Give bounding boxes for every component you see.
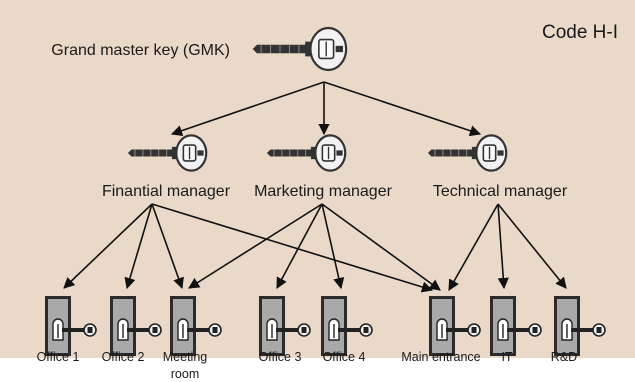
inserted-key-blade bbox=[276, 328, 298, 332]
door-o1: Office 1 bbox=[37, 296, 97, 364]
inserted-key-bow-slot bbox=[363, 327, 369, 333]
arrow-mkt-to-o3 bbox=[276, 203, 323, 289]
door-o3: Office 3 bbox=[259, 296, 311, 364]
arrow-gmk-to-tech bbox=[323, 81, 482, 137]
arrow-fin-to-main bbox=[151, 203, 434, 293]
manager-label: Finantial manager bbox=[102, 183, 231, 200]
inserted-key-bow-slot bbox=[212, 327, 218, 333]
key-bow-slot bbox=[336, 150, 343, 156]
inserted-key-bow-slot bbox=[532, 327, 538, 333]
inserted-key-blade bbox=[571, 328, 593, 332]
inserted-key-bow-slot bbox=[596, 327, 602, 333]
door-main: Main entrance bbox=[401, 296, 481, 364]
door-o2: Office 2 bbox=[102, 296, 162, 364]
arrow-fin-to-o1 bbox=[63, 203, 153, 289]
key-shoulder bbox=[171, 146, 178, 160]
arrow-mkt-to-main bbox=[321, 203, 441, 291]
arrow-fin-to-o2 bbox=[124, 203, 153, 290]
arrow-gmk-to-fin bbox=[170, 81, 325, 137]
inserted-key-bow-slot bbox=[87, 327, 93, 333]
door-rd: R&D bbox=[551, 296, 606, 364]
code-label: Code H-I bbox=[542, 22, 618, 43]
door-it: IT bbox=[490, 296, 542, 364]
manager-fin: Finantial manager bbox=[102, 134, 231, 200]
manager-label: Marketing manager bbox=[254, 183, 393, 200]
door-label: Main entrance bbox=[401, 350, 480, 364]
inserted-key-blade bbox=[446, 328, 468, 332]
arrow-tech-to-it bbox=[497, 203, 509, 290]
key-bow-slot bbox=[197, 150, 204, 156]
door-label: R&D bbox=[551, 350, 577, 364]
manager-tech: Technical manager bbox=[427, 134, 568, 200]
key-shoulder bbox=[471, 146, 478, 160]
inserted-key-blade bbox=[507, 328, 529, 332]
inserted-key-bow-slot bbox=[301, 327, 307, 333]
inserted-key-blade bbox=[187, 328, 209, 332]
arrow-tech-to-main bbox=[448, 203, 499, 291]
door-label: Meeting bbox=[163, 350, 208, 364]
inserted-key-blade bbox=[338, 328, 360, 332]
door-label: Office 1 bbox=[37, 350, 80, 364]
inserted-key-blade bbox=[62, 328, 84, 332]
door-label: Office 3 bbox=[259, 350, 302, 364]
arrow-mkt-to-o4 bbox=[321, 203, 345, 290]
door-o4: Office 4 bbox=[321, 296, 373, 364]
door-label: IT bbox=[501, 350, 512, 364]
arrow-mkt-to-meet bbox=[188, 203, 323, 289]
manager-label: Technical manager bbox=[433, 183, 568, 200]
inserted-key-bow-slot bbox=[471, 327, 477, 333]
door-label: Office 2 bbox=[102, 350, 145, 364]
gmk-node: Grand master key (GMK) bbox=[51, 26, 348, 72]
arrow-fin-to-meet bbox=[151, 203, 184, 290]
key-bow-slot bbox=[497, 150, 504, 156]
arrows-layer bbox=[63, 81, 567, 293]
key-shoulder bbox=[305, 41, 312, 57]
key-bow-slot bbox=[335, 45, 343, 53]
gmk-label: Grand master key (GMK) bbox=[51, 42, 230, 59]
door-label: room bbox=[171, 367, 199, 381]
inserted-key-blade bbox=[127, 328, 149, 332]
door-meet: Meeting room bbox=[163, 296, 222, 381]
key-shoulder bbox=[310, 146, 317, 160]
arrow-tech-to-rd bbox=[497, 203, 567, 289]
inserted-key-bow-slot bbox=[152, 327, 158, 333]
manager-mkt: Marketing manager bbox=[254, 134, 393, 200]
door-label: Office 4 bbox=[323, 350, 366, 364]
